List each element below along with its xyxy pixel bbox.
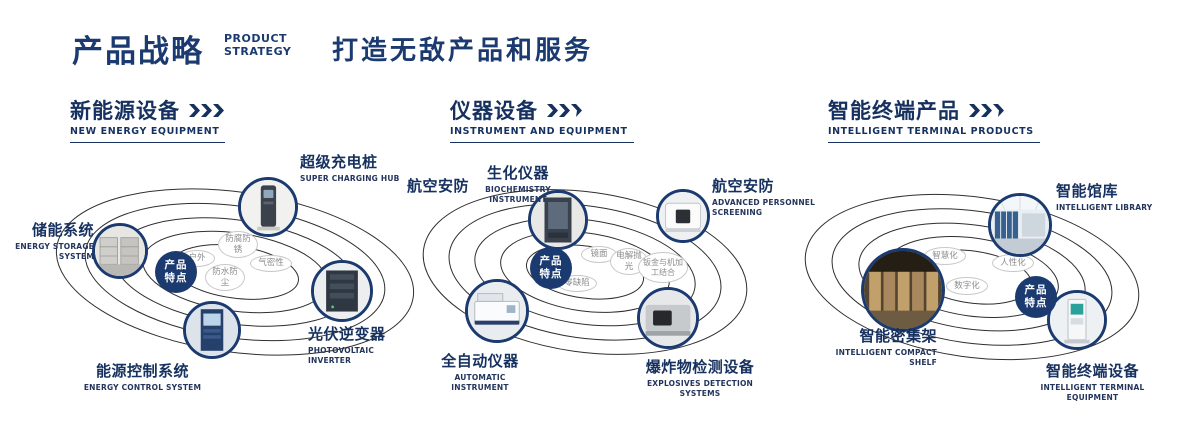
analyzer-machine-icon <box>468 282 526 340</box>
item-name: 全自动仪器 <box>441 352 519 370</box>
feature-tag: 防腐防锈 <box>218 231 258 258</box>
item-name-en: BIOCHEMISTRY INSTRUMENT <box>485 185 551 204</box>
automatic-instrument-image <box>465 279 529 343</box>
label-energy-control-system: 能源控制系统 ENERGY CONTROL SYSTEM <box>80 360 205 393</box>
charging-pile-icon <box>241 180 295 234</box>
product-features-badge: 产品 特点 <box>155 251 197 293</box>
badge-text-line2: 特点 <box>164 272 188 284</box>
item-name-en: SUPER CHARGING HUB <box>300 174 400 183</box>
feature-tag: 防水防尘 <box>205 264 245 291</box>
item-name-en: INTELLIGENT TERMINAL EQUIPMENT <box>1040 383 1145 402</box>
storage-cabinets-icon <box>95 226 145 276</box>
badge-text-line1: 产品 <box>539 254 563 267</box>
intelligent-terminal-image <box>1047 290 1107 350</box>
label-personnel-screening: 航空安防 ADVANCED PERSONNEL SCREENING <box>712 175 817 218</box>
item-name-en: PHOTOVOLTAIC INVERTER <box>308 346 375 365</box>
feature-tag: 数字化 <box>946 277 988 295</box>
label-biochemistry-instrument: 生化仪器 BIOCHEMISTRY INSTRUMENT <box>468 162 568 205</box>
section-subtitle-intelligent: INTELLIGENT TERMINAL PRODUCTS <box>828 126 1040 143</box>
energy-storage-image <box>92 223 148 279</box>
intelligent-compact-shelf-image <box>861 248 945 332</box>
inverter-cabinet-icon <box>314 263 370 319</box>
section-title-text: 智能终端产品 <box>828 99 960 123</box>
page-slogan: 打造无敌产品和服务 <box>332 36 594 66</box>
label-intelligent-library: 智能馆库 INTELLIGENT LIBRARY <box>1056 180 1166 213</box>
triple-chevron-icon <box>189 103 225 117</box>
item-name: 生化仪器 <box>486 164 549 182</box>
product-features-badge: 产品 特点 <box>530 247 572 289</box>
triple-chevron-icon <box>547 103 583 117</box>
item-name: 智能终端设备 <box>1045 362 1139 380</box>
item-name: 航空安防 <box>407 177 470 195</box>
super-charging-hub-image <box>238 177 298 237</box>
product-features-badge: 产品 特点 <box>1015 276 1057 318</box>
feature-tag: 气密性 <box>250 255 292 272</box>
intelligent-library-image <box>988 193 1052 257</box>
section-subtitle-instruments: INSTRUMENT AND EQUIPMENT <box>450 126 634 143</box>
item-name-en: ENERGY CONTROL SYSTEM <box>83 383 202 392</box>
section-title-text: 新能源设备 <box>70 99 180 123</box>
item-name-en: INTELLIGENT LIBRARY <box>1056 203 1153 212</box>
section-subtitle-new-energy: NEW ENERGY EQUIPMENT <box>70 126 226 143</box>
item-name-en: AUTOMATIC INSTRUMENT <box>451 373 509 392</box>
control-cabinet-icon <box>186 304 238 356</box>
photovoltaic-inverter-image <box>311 260 373 322</box>
scanner-tunnel-icon <box>640 290 696 346</box>
label-energy-storage: 储能系统 ENERGY STORAGE SYSTEM <box>4 219 94 262</box>
triple-chevron-icon <box>969 103 1005 117</box>
label-explosives-detection: 爆炸物检测设备 EXPLOSIVES DETECTION SYSTEMS <box>630 356 770 399</box>
label-aviation-security-left: 航空安防 <box>407 175 469 196</box>
screening-machine-icon <box>659 192 707 240</box>
page-title-en-line1: PRODUCT <box>224 32 288 45</box>
page-title-en-line2: STRATEGY <box>224 44 292 58</box>
page-title: 产品战略 <box>72 34 204 70</box>
item-name-en: EXPLOSIVES DETECTION SYSTEMS <box>646 379 754 398</box>
label-automatic-instrument: 全自动仪器 AUTOMATIC INSTRUMENT <box>425 350 535 393</box>
badge-text-line2: 特点 <box>1024 297 1048 309</box>
explosives-detection-image <box>637 287 699 349</box>
compact-shelf-room-icon <box>864 251 942 329</box>
item-name-en: ENERGY STORAGE SYSTEM <box>15 242 94 261</box>
item-name: 储能系统 <box>31 221 94 239</box>
energy-control-system-image <box>183 301 241 359</box>
item-name: 智能密集架 <box>859 327 937 345</box>
label-intelligent-terminal: 智能终端设备 INTELLIGENT TERMINAL EQUIPMENT <box>1025 360 1160 403</box>
label-intelligent-compact-shelf: 智能密集架 INTELLIGENT COMPACT SHELF <box>822 325 937 368</box>
feature-tag: 钣金与机加工结合 <box>638 252 688 283</box>
library-room-icon <box>991 196 1049 254</box>
item-name: 航空安防 <box>712 177 775 195</box>
item-name: 能源控制系统 <box>95 362 189 380</box>
label-photovoltaic-inverter: 光伏逆变器 PHOTOVOLTAIC INVERTER <box>308 323 418 366</box>
section-title-text: 仪器设备 <box>450 99 538 123</box>
badge-text-line1: 产品 <box>164 258 188 271</box>
section-title-instruments: 仪器设备 <box>450 95 583 125</box>
badge-text-line1: 产品 <box>1024 283 1048 296</box>
section-title-intelligent: 智能终端产品 <box>828 95 1005 125</box>
item-name: 光伏逆变器 <box>308 325 386 343</box>
kiosk-terminal-icon <box>1050 293 1104 347</box>
item-name: 智能馆库 <box>1056 182 1119 200</box>
badge-text-line2: 特点 <box>539 268 563 280</box>
section-title-new-energy: 新能源设备 <box>70 95 225 125</box>
item-name: 超级充电桩 <box>300 153 378 171</box>
biochem-cabinet-icon <box>531 193 585 247</box>
item-name: 爆炸物检测设备 <box>645 358 755 376</box>
feature-tag: 人性化 <box>992 254 1034 272</box>
item-name-en: ADVANCED PERSONNEL SCREENING <box>712 198 816 217</box>
page-title-en: PRODUCT STRATEGY <box>224 32 292 58</box>
item-name-en: INTELLIGENT COMPACT SHELF <box>835 348 937 367</box>
biochemistry-instrument-image <box>528 190 588 250</box>
label-super-charging-hub: 超级充电桩 SUPER CHARGING HUB <box>300 151 420 184</box>
personnel-screening-image <box>656 189 710 243</box>
